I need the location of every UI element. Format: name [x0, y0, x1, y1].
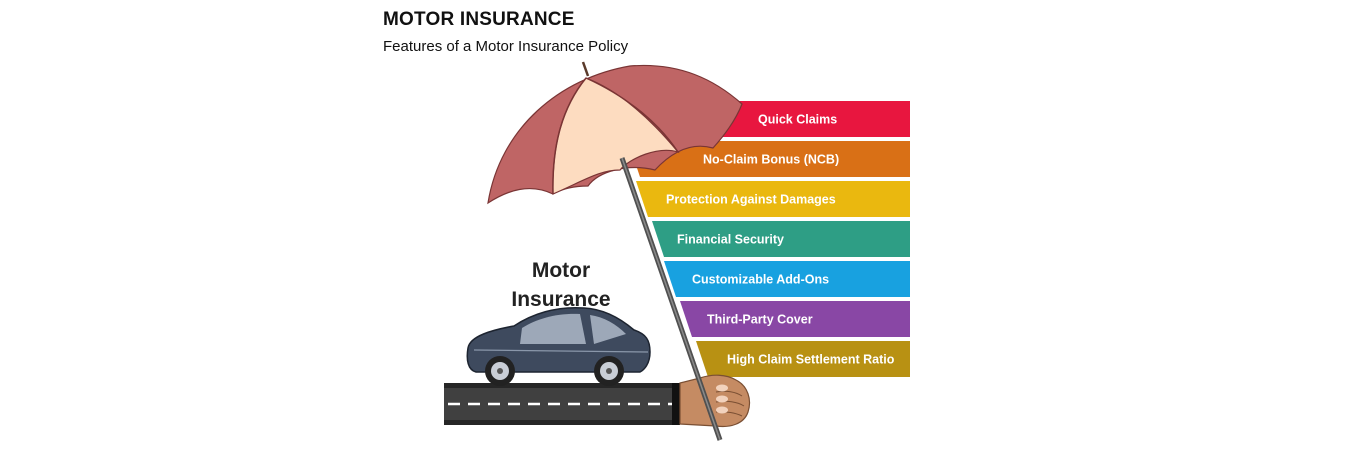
umbrella-rib-left: [552, 77, 587, 195]
road-icon: [444, 383, 680, 425]
feature-label-5: Customizable Add-Ons: [692, 273, 829, 287]
feature-band-1: [690, 101, 910, 137]
umbrella-tip: [581, 61, 590, 77]
feature-band-5: [664, 261, 910, 297]
center-label-line1: Motor: [531, 259, 591, 282]
hand-icon: [679, 374, 751, 428]
feature-label-1: Quick Claims: [758, 113, 837, 127]
center-label: Motor Insurance: [490, 256, 632, 314]
feature-label-4: Financial Security: [677, 233, 784, 247]
page-title: MOTOR INSURANCE: [383, 9, 575, 30]
feature-band-6: [680, 301, 910, 337]
umbrella-icon: [487, 61, 743, 441]
umbrella-rib-right: [585, 77, 679, 153]
page-subtitle: Features of a Motor Insurance Policy: [383, 38, 629, 55]
feature-band-4: [652, 221, 910, 257]
feature-label-2: No-Claim Bonus (NCB): [703, 153, 839, 167]
car-icon: [466, 306, 651, 386]
feature-label-3: Protection Against Damages: [666, 193, 836, 207]
feature-band-7: [696, 341, 910, 377]
feature-band-3: [636, 181, 910, 217]
feature-band-2: [628, 141, 910, 177]
center-label-line2: Insurance: [511, 288, 611, 311]
feature-label-6: Third-Party Cover: [707, 313, 813, 327]
feature-label-7: High Claim Settlement Ratio: [727, 353, 895, 367]
